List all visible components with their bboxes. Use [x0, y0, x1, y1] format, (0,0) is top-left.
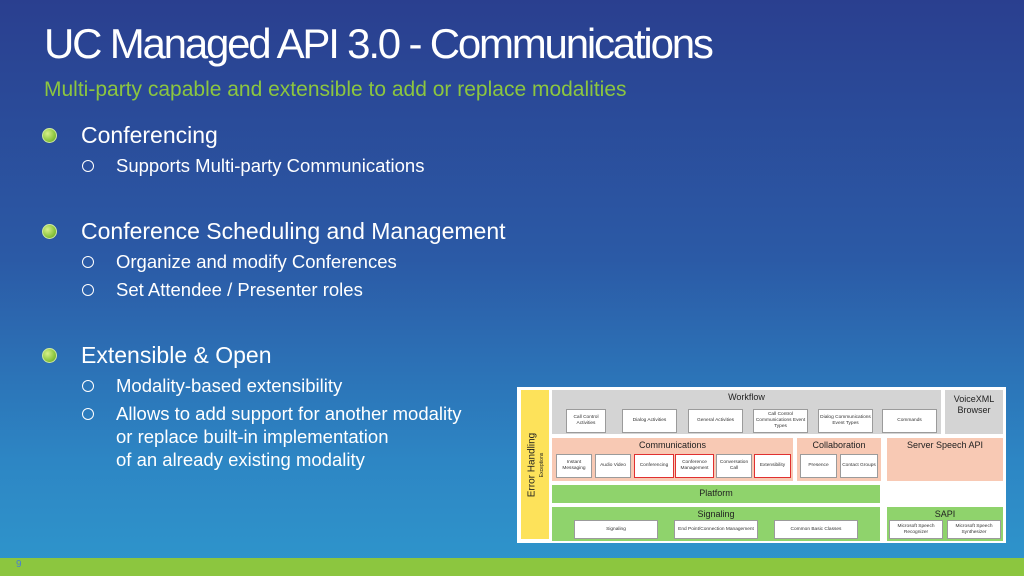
signaling-block: Signaling Signaling End Point/Connection…	[552, 507, 880, 541]
signaling-item: End Point/Connection Management	[674, 520, 758, 539]
sapi-item: Microsoft Speech Recognizer	[889, 520, 943, 539]
sub-bullet-ring-icon	[82, 380, 94, 392]
server-speech-api-label: Server Speech API	[906, 440, 984, 450]
sub-bullet-text: Set Attendee / Presenter roles	[116, 279, 363, 300]
signaling-label: Signaling	[697, 509, 735, 519]
communications-item: Instant Messaging	[556, 454, 592, 478]
slide-title: UC Managed API 3.0 - Communications	[44, 20, 714, 67]
signaling-item: Common Basic Classes	[774, 520, 858, 539]
sub-bullet-ring-icon	[82, 284, 94, 296]
bullet-dot-icon	[42, 224, 57, 239]
server-speech-api-block: Server Speech API	[887, 438, 1003, 481]
collaboration-item: Presence	[800, 454, 837, 478]
communications-item: Extensibility	[754, 454, 791, 478]
voicexml-label: VoiceXML Browser	[953, 394, 995, 415]
sub-bullet-continuation: or replace built-in implementation	[116, 425, 389, 448]
exceptions-label: Exceptions	[539, 452, 545, 477]
communications-item: Audio Video	[595, 454, 631, 478]
bullet-extensible-open: Extensible & Open	[42, 342, 272, 369]
platform-block: Platform	[552, 485, 880, 503]
workflow-item: Dialog Activities	[622, 409, 677, 433]
bullet-text: Conference Scheduling and Management	[81, 218, 506, 244]
bullet-dot-icon	[42, 348, 57, 363]
error-handling-block: Error Handling Exceptions	[521, 390, 549, 539]
sub-bullet: Organize and modify Conferences	[82, 250, 397, 273]
sapi-item: Microsoft Speech Synthesizer	[947, 520, 1001, 539]
communications-item: Conference Management	[675, 454, 714, 478]
workflow-item: Commands	[882, 409, 937, 433]
platform-label: Platform	[699, 488, 733, 498]
slide-number: 9	[16, 559, 22, 570]
sub-bullet-ring-icon	[82, 256, 94, 268]
collaboration-item: Contact Groups	[840, 454, 878, 478]
sub-bullet: Supports Multi-party Communications	[82, 154, 424, 177]
workflow-block: Workflow Call Control Activities Dialog …	[552, 390, 941, 434]
workflow-item: Call Control Activities	[566, 409, 606, 433]
collaboration-block: Collaboration Presence Contact Groups	[797, 438, 881, 481]
sub-bullet-text: or replace built-in implementation	[116, 426, 389, 447]
sub-bullet-text: Modality-based extensibility	[116, 375, 343, 396]
workflow-item: General Activities	[688, 409, 743, 433]
bottom-accent-bar	[0, 558, 1024, 576]
sapi-label: SAPI	[934, 509, 956, 519]
workflow-item: Dialog Communications Event Types	[818, 409, 873, 433]
signaling-item: Signaling	[574, 520, 658, 539]
sub-bullet-text: Organize and modify Conferences	[116, 251, 397, 272]
sub-bullet: Modality-based extensibility	[82, 374, 342, 397]
bullet-conferencing: Conferencing	[42, 122, 218, 149]
error-handling-label: Error Handling	[526, 432, 538, 497]
sub-bullet-text: Allows to add support for another modali…	[116, 403, 462, 424]
sub-bullet: Allows to add support for another modali…	[82, 402, 462, 425]
communications-label: Communications	[638, 440, 707, 450]
slide-subtitle: Multi-party capable and extensible to ad…	[44, 78, 627, 101]
workflow-label: Workflow	[728, 392, 765, 402]
collaboration-label: Collaboration	[812, 440, 866, 450]
communications-block: Communications Instant Messaging Audio V…	[552, 438, 793, 481]
bullet-conference-scheduling: Conference Scheduling and Management	[42, 218, 506, 245]
voicexml-block: VoiceXML Browser	[945, 390, 1003, 434]
communications-item: Conversation Call	[716, 454, 752, 478]
bullet-text: Conferencing	[81, 122, 218, 148]
sapi-block: SAPI Microsoft Speech Recognizer Microso…	[887, 507, 1003, 541]
sub-bullet: Set Attendee / Presenter roles	[82, 278, 363, 301]
communications-item: Conferencing	[634, 454, 674, 478]
architecture-diagram: Error Handling Exceptions Workflow Call …	[517, 387, 1006, 543]
sub-bullet-ring-icon	[82, 160, 94, 172]
sub-bullet-ring-icon	[82, 408, 94, 420]
sub-bullet-continuation: of an already existing modality	[116, 448, 365, 471]
sub-bullet-text: Supports Multi-party Communications	[116, 155, 425, 176]
workflow-item: Call Control Communications Event Types	[753, 409, 808, 433]
bullet-dot-icon	[42, 128, 57, 143]
sub-bullet-text: of an already existing modality	[116, 449, 365, 470]
bullet-text: Extensible & Open	[81, 342, 272, 368]
